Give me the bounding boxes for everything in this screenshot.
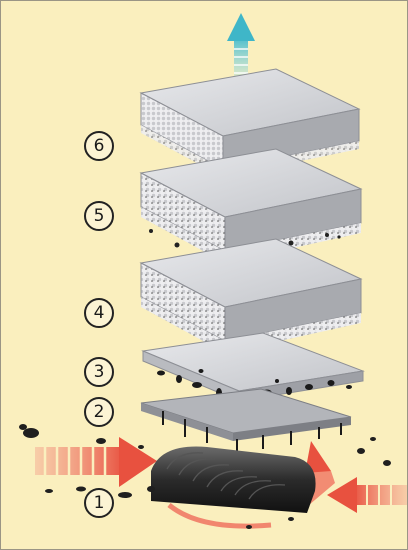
right-arrow-icon xyxy=(327,477,407,513)
label-6: 6 xyxy=(84,131,114,161)
up-arrow-icon xyxy=(227,13,255,77)
label-1: 1 xyxy=(84,488,114,518)
label-2: 2 xyxy=(84,397,114,427)
label-5: 5 xyxy=(84,201,114,231)
blower-unit xyxy=(151,447,316,527)
right-arrow-icon xyxy=(35,437,157,487)
label-4: 4 xyxy=(84,298,114,328)
label-3: 3 xyxy=(84,357,114,387)
filter-layer-2 xyxy=(141,389,351,451)
